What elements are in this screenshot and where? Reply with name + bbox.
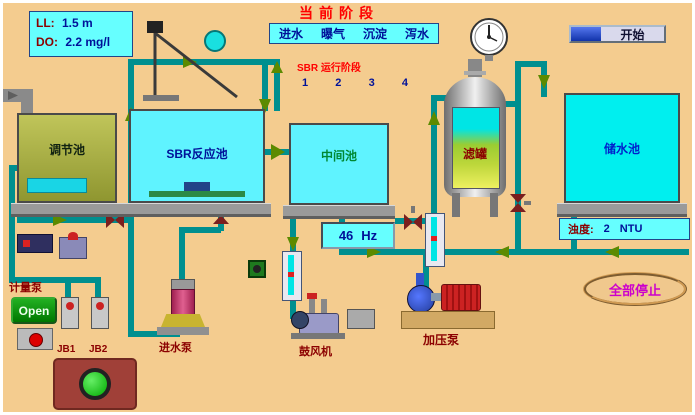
inlet-pipe	[3, 89, 33, 117]
frequency-readout: 46 Hz	[321, 222, 395, 249]
stop-all-button[interactable]: 全部停止	[583, 272, 687, 306]
intake-pump-plinth	[157, 327, 209, 335]
booster-pump-label: 加压泵	[423, 333, 460, 347]
turbidity-value: 2	[603, 223, 610, 235]
dosing-controller	[17, 234, 53, 253]
start-button[interactable]: 开始	[569, 25, 666, 43]
regulation-tank: 调节池	[17, 113, 117, 203]
sbr-tank: SBR反应池	[129, 109, 265, 203]
filter-label: 滤罐	[462, 147, 487, 161]
ll-value: 1.5 m	[62, 16, 93, 30]
rotameter-air-float	[288, 272, 294, 277]
intake-pump[interactable]	[153, 277, 213, 337]
float-ball	[204, 30, 226, 52]
run-lamp-panel	[53, 358, 137, 410]
intake-pump-pedestal	[161, 314, 205, 327]
valve-storage-return[interactable]	[510, 194, 531, 212]
booster-pump[interactable]	[399, 269, 495, 329]
booster-discharge-stub	[416, 273, 424, 289]
blower-label: 鼓风机	[299, 346, 332, 358]
level-sensor	[248, 260, 266, 278]
ll-label: LL:	[36, 16, 55, 30]
rotameter-air	[282, 251, 302, 301]
storage-tank: 储水池	[564, 93, 680, 203]
turbidity-readout: 浊度: 2 NTU	[559, 218, 690, 240]
phase-1: 1	[302, 77, 309, 89]
blower-pipe-2	[321, 299, 327, 313]
flow-arrows	[53, 56, 619, 258]
jb2-indicator	[96, 302, 104, 310]
jb1-valve-unit[interactable]	[61, 297, 79, 329]
booster-base	[401, 311, 495, 329]
dosing-indicator	[23, 240, 30, 247]
dosing-pump-cap	[68, 232, 78, 240]
blower-inlet-scroll	[291, 311, 309, 329]
intermediate-tank-base	[283, 205, 395, 219]
filter-leg-left	[452, 193, 460, 217]
phase-2: 2	[335, 77, 342, 89]
booster-shaft	[431, 293, 443, 301]
frequency-unit: Hz	[361, 228, 378, 243]
intake-pump-body	[171, 289, 195, 317]
pressure-gauge	[469, 17, 509, 57]
red-indicator-button[interactable]	[29, 333, 43, 347]
filter-top-flange	[464, 71, 486, 75]
start-button-icon	[571, 27, 601, 41]
emergency-indicator-panel	[17, 328, 53, 350]
level-do-panel: LL: 1.5 m DO: 2.2 mg/l	[29, 11, 133, 57]
stage-intake: 进水	[278, 27, 303, 41]
valve-filter-feed[interactable]	[404, 206, 422, 230]
aux-pump[interactable]	[347, 309, 375, 329]
stage-aeration: 曝气	[320, 27, 345, 41]
turbidity-label: 浊度:	[568, 224, 594, 236]
rotameter-filter-feed	[425, 213, 445, 267]
storage-tank-base	[557, 203, 687, 217]
storage-tank-label: 储水池	[603, 141, 640, 156]
phase-4: 4	[401, 77, 408, 89]
sbr-tank-label: SBR反应池	[166, 147, 228, 162]
regulation-tank-base	[11, 203, 123, 217]
regulation-water	[27, 178, 87, 193]
do-label: DO:	[36, 35, 58, 49]
gauge-stem	[485, 55, 493, 61]
dosing-pump-unit[interactable]	[59, 232, 87, 259]
decanter-arm	[143, 21, 238, 101]
blower-pipe-1	[309, 299, 315, 313]
frequency-value: 46	[338, 228, 354, 243]
phase-3: 3	[368, 77, 375, 89]
intermediate-tank-label: 中间池	[320, 148, 357, 163]
start-button-label: 开始	[620, 27, 645, 42]
blower[interactable]	[289, 291, 379, 339]
sbr-phase-numbers: 1 2 3 4	[302, 77, 408, 89]
run-lamp-green	[79, 368, 111, 400]
sbr-submerged-unit	[183, 182, 210, 191]
regulation-tank-label: 调节池	[48, 142, 85, 157]
stage-decant: 泻水	[404, 27, 429, 41]
metering-pump-label: 计量泵	[9, 282, 42, 294]
turbidity-unit: NTU	[619, 223, 643, 235]
intake-pump-label: 进水泵	[159, 342, 192, 354]
jb2-valve-unit[interactable]	[91, 297, 109, 329]
blower-valve-knob	[307, 293, 317, 299]
filter-leg-right	[490, 193, 498, 217]
sbr-diffuser	[149, 191, 245, 197]
blower-base	[291, 333, 345, 339]
jb1-label: JB1	[57, 344, 76, 355]
jb2-label: JB2	[89, 344, 108, 355]
jb1-indicator	[66, 302, 74, 310]
current-stage-title: 当前阶段	[299, 5, 379, 21]
stage-settle: 沉淀	[362, 27, 387, 41]
sbr-tank-base	[123, 203, 271, 217]
do-value: 2.2 mg/l	[65, 35, 111, 49]
filter-window	[452, 107, 500, 189]
intermediate-tank: 中间池	[289, 123, 389, 205]
stage-indicator-box: 进水 曝气 沉淀 泻水	[269, 23, 439, 44]
booster-motor	[441, 284, 481, 311]
rotameter-filter-float	[431, 236, 437, 241]
open-button[interactable]: Open	[11, 297, 57, 324]
sbr-phase-label: SBR 运行阶段	[297, 63, 361, 74]
filter-vessel: 滤罐	[444, 59, 506, 219]
